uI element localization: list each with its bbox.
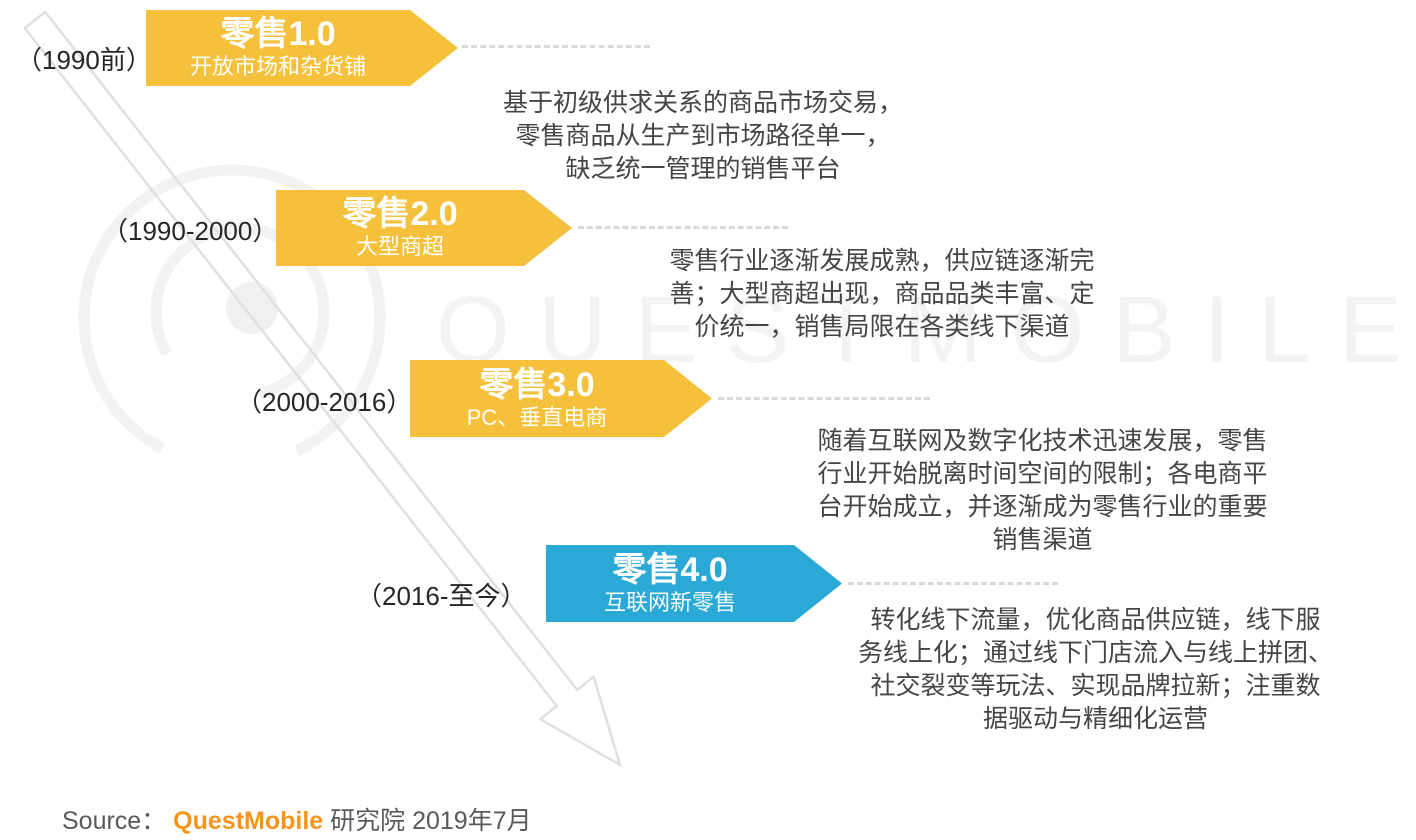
description-line: 缺乏统一管理的销售平台 — [565, 155, 841, 183]
description-line: 零售商品从生产到市场路径单一， — [515, 122, 891, 150]
brand-name: QuestMobile — [173, 807, 324, 835]
connector-dashed-line-1 — [462, 45, 650, 48]
stage-subtitle-1: 开放市场和杂货铺 — [189, 54, 366, 80]
stage-banner-3: 零售3.0 PC、垂直电商 — [410, 360, 712, 437]
connector-dashed-line-3 — [718, 397, 930, 400]
era-label-1: （1990前） — [16, 45, 152, 75]
era-label-3: （2000-2016） — [236, 387, 413, 417]
era-label-4: （2016-至今） — [356, 581, 527, 611]
description-line: 价统一，销售局限在各类线下渠道 — [694, 313, 1070, 341]
source-label: Source： — [62, 807, 167, 835]
description-line: 零售行业逐渐发展成熟，供应链逐渐完 — [669, 247, 1095, 275]
stage-description-3: 随着互联网及数字化技术迅速发展，零售 行业开始脱离时间空间的限制；各电商平 台开… — [795, 425, 1290, 557]
stage-subtitle-4: 互联网新零售 — [603, 589, 736, 615]
description-line: 行业开始脱离时间空间的限制；各电商平 — [817, 460, 1268, 488]
stage-title-2: 零售2.0 — [342, 195, 458, 234]
description-line: 社交裂变等玩法、实现品牌拉新；注重数 — [870, 672, 1321, 700]
description-line: 台开始成立，并逐渐成为零售行业的重要 — [817, 493, 1268, 521]
stage-description-2: 零售行业逐渐发展成熟，供应链逐渐完 善；大型商超出现，商品品类丰富、定 价统一，… — [643, 245, 1121, 344]
stage-title-4: 零售4.0 — [612, 550, 728, 589]
timeline-diagonal-arrow-icon — [23, 10, 623, 768]
stage-banner-1: 零售1.0 开放市场和杂货铺 — [146, 10, 458, 86]
stage-title-1: 零售1.0 — [220, 15, 336, 54]
stage-banner-4: 零售4.0 互联网新零售 — [546, 545, 842, 622]
description-line: 销售渠道 — [992, 526, 1093, 554]
era-label-2: （1990-2000） — [102, 216, 279, 246]
description-line: 善；大型商超出现，商品品类丰富、定 — [669, 280, 1095, 308]
stage-title-3: 零售3.0 — [479, 365, 595, 404]
description-line: 转化线下流量，优化商品供应链，线下服 — [870, 606, 1321, 634]
description-line: 随着互联网及数字化技术迅速发展，零售 — [817, 427, 1268, 455]
source-suffix: 研究院 2019年7月 — [330, 807, 532, 835]
stage-description-4: 转化线下流量，优化商品供应链，线下服 务线上化；通过线下门店流入与线上拼团、 社… — [848, 604, 1343, 736]
description-line: 据驱动与精细化运营 — [982, 705, 1208, 733]
stage-subtitle-2: 大型商超 — [355, 234, 444, 260]
connector-dashed-line-4 — [848, 582, 1058, 585]
description-line: 务线上化；通过线下门店流入与线上拼团、 — [857, 639, 1333, 667]
description-line: 基于初级供求关系的商品市场交易， — [502, 89, 903, 117]
stage-banner-2: 零售2.0 大型商超 — [276, 190, 572, 266]
stage-description-1: 基于初级供求关系的商品市场交易， 零售商品从生产到市场路径单一， 缺乏统一管理的… — [498, 87, 908, 186]
source-footer: Source： QuestMobile 研究院 2019年7月 — [62, 801, 532, 837]
stage-subtitle-3: PC、垂直电商 — [466, 404, 608, 430]
questmobile-logo-watermark-icon — [78, 164, 386, 472]
connector-dashed-line-2 — [578, 226, 788, 229]
